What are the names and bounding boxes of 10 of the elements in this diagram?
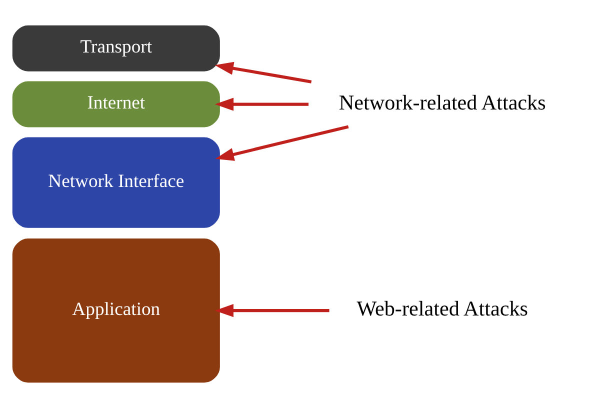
- arrow: [214, 62, 312, 84]
- node-box: Network Interface: [12, 137, 220, 228]
- node-text: Network-related Attacks: [338, 90, 546, 114]
- node-box: Transport: [12, 25, 220, 72]
- node-box: Application: [12, 238, 220, 383]
- node-text: Web-related Attacks: [356, 296, 528, 321]
- node-box: Internet: [12, 81, 220, 128]
- arrow: [214, 304, 330, 318]
- arrow: [215, 125, 349, 161]
- arrow: [214, 98, 309, 111]
